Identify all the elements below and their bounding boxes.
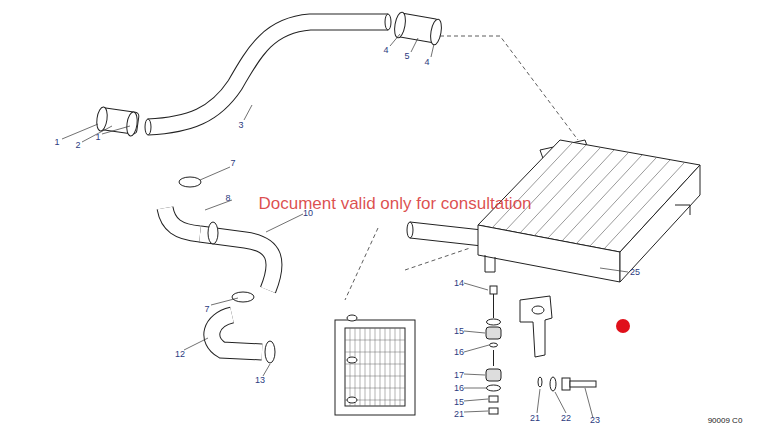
- callout-number: 3: [238, 121, 243, 130]
- callout-number: 1: [54, 138, 59, 147]
- callout-number: 17: [454, 371, 464, 380]
- callout-number: 5: [404, 52, 409, 61]
- callout-number: 22: [561, 414, 571, 423]
- callout-number: 15: [454, 398, 464, 407]
- callout-number: 14: [454, 279, 464, 288]
- callout-number: 21: [454, 410, 464, 419]
- callout-number: 25: [630, 268, 640, 277]
- callout-number: 15: [454, 327, 464, 336]
- callout-number: 16: [454, 348, 464, 357]
- watermark: Document valid only for consultation: [258, 195, 531, 212]
- callout-number: 21: [530, 414, 540, 423]
- drawing-number: 90009 C0: [708, 417, 743, 425]
- callout-number: 23: [590, 416, 600, 425]
- callout-number: 13: [255, 376, 265, 385]
- callout-number: 4: [424, 58, 429, 67]
- callout-number: 7: [230, 159, 235, 168]
- callout-number: 8: [225, 194, 230, 203]
- callout-number: 7: [204, 305, 209, 314]
- callout-number: 1: [95, 133, 100, 142]
- callout-number: 2: [75, 141, 80, 150]
- callout-number: 12: [175, 350, 185, 359]
- callout-number: 4: [383, 46, 388, 55]
- callout-number: 16: [454, 384, 464, 393]
